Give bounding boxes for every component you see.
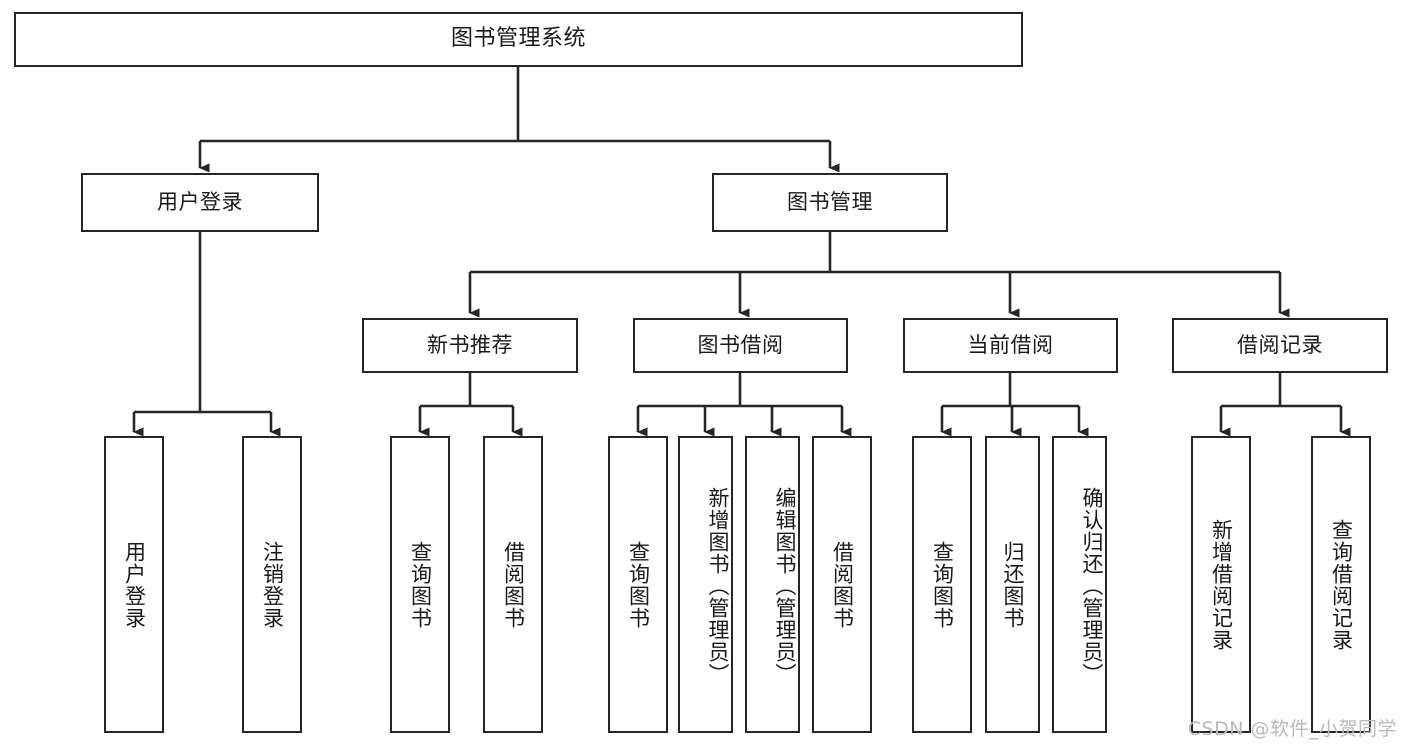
leaf-query-borrow-record[interactable]: 查询借阅记录 — [1311, 436, 1371, 733]
node-label: 查询图书 — [408, 540, 433, 629]
node-label: 确认归还（管理员） — [1080, 486, 1104, 685]
node-label: 借阅图书 — [830, 540, 855, 629]
node-user-login[interactable]: 用户登录 — [81, 173, 319, 232]
leaf-edit-book-admin[interactable]: 编辑图书（管理员） — [745, 436, 800, 733]
node-label: 当前借阅 — [967, 332, 1054, 357]
node-label: 编辑图书（管理员） — [773, 486, 797, 685]
node-label: 用户登录 — [122, 540, 147, 629]
node-label: 借阅记录 — [1237, 332, 1323, 357]
node-label: 查询图书 — [930, 540, 955, 629]
leaf-add-book-admin[interactable]: 新增图书（管理员） — [678, 436, 733, 733]
node-label: 用户登录 — [157, 189, 243, 214]
node-label: 注销登录 — [260, 540, 285, 629]
leaf-query-book-borrow[interactable]: 查询图书 — [608, 436, 668, 733]
leaf-query-book-recommend[interactable]: 查询图书 — [390, 436, 450, 733]
node-book-borrow[interactable]: 图书借阅 — [633, 318, 848, 373]
node-label: 新增借阅记录 — [1209, 518, 1234, 651]
node-book-management[interactable]: 图书管理 — [712, 173, 948, 232]
leaf-return-book[interactable]: 归还图书 — [985, 436, 1040, 733]
leaf-add-borrow-record[interactable]: 新增借阅记录 — [1191, 436, 1251, 733]
leaf-confirm-return-admin[interactable]: 确认归还（管理员） — [1052, 436, 1107, 733]
node-label: 借阅图书 — [501, 540, 526, 629]
node-label: 查询图书 — [626, 540, 651, 629]
leaf-user-login[interactable]: 用户登录 — [104, 436, 164, 733]
node-label: 查询借阅记录 — [1329, 518, 1354, 651]
csdn-watermark: CSDN @软件_小贺同学 — [1187, 718, 1397, 740]
node-label: 图书管理 — [787, 189, 873, 214]
leaf-borrow-book-recommend[interactable]: 借阅图书 — [483, 436, 543, 733]
leaf-logout[interactable]: 注销登录 — [242, 436, 302, 733]
node-new-book-recommend[interactable]: 新书推荐 — [362, 318, 578, 373]
node-label: 归还图书 — [1000, 540, 1025, 629]
node-label: 图书借阅 — [697, 332, 784, 357]
node-current-borrow[interactable]: 当前借阅 — [903, 318, 1118, 373]
leaf-borrow-book-borrow[interactable]: 借阅图书 — [812, 436, 872, 733]
node-label: 图书管理系统 — [450, 26, 586, 52]
node-label: 新增图书（管理员） — [706, 486, 730, 685]
node-label: 新书推荐 — [427, 332, 513, 357]
leaf-query-book-current[interactable]: 查询图书 — [912, 436, 972, 733]
node-root-system[interactable]: 图书管理系统 — [14, 12, 1023, 67]
node-borrow-record[interactable]: 借阅记录 — [1172, 318, 1388, 373]
